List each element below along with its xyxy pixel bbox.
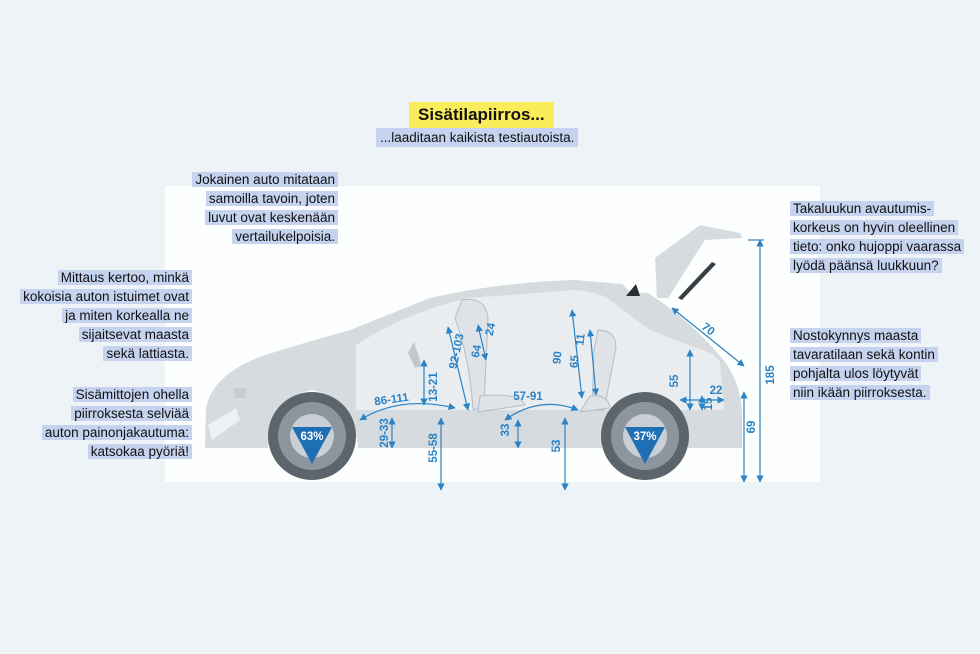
rear-weight-triangle-icon [625,427,665,464]
hatch-diagonal-label: 70 [699,321,716,338]
front-weight-pct: 63% [300,431,323,443]
note-seats: Mittaus kertoo, minkä kokoisia auton ist… [0,268,192,363]
front-weight-triangle-icon [292,427,332,464]
rear-backrest-label: 65 [568,354,581,369]
rear-seat-ground-label: 53 [551,440,563,453]
hatch-height-label: 185 [765,365,777,385]
rear-wheel: 37% [601,392,689,480]
rear-headroom-label: 90 [551,351,564,365]
front-headrest-label: 24 [484,321,499,337]
trunk-height-label: 55 [669,374,681,387]
front-backrest-label: 64 [470,343,485,359]
front-seat-height-label: 13-21 [428,372,440,402]
note-measuring: Jokainen auto mitataan samoilla tavoin, … [150,170,338,246]
note-weight: Sisämittojen ohella piirroksesta selviää… [0,385,192,461]
dimension-labels: 86-111 13-21 92-103 64 24 29-33 55-58 57… [374,321,777,463]
front-legroom-label: 86-111 [374,392,410,409]
note-hatch: Takaluukun avautumis- korkeus on hyvin o… [790,199,978,275]
diagram-title: Sisätilapiirros... [409,102,554,128]
front-wheel: 63% [268,392,356,480]
rear-weight-pct: 37% [633,431,656,443]
front-seat-ground-label: 55-58 [428,433,440,463]
rear-headrest-label: 11 [574,332,587,346]
trunk-step-label: 15 [703,397,715,410]
note-cargo: Nostokynnys maasta tavaratilaan sekä kon… [790,326,978,402]
front-cushion-label: 29-33 [379,418,391,447]
dimension-lines [359,239,764,491]
load-sill-label: 69 [746,421,758,434]
diagram-subtitle: ...laaditaan kaikista testiautoista. [376,128,579,147]
rear-legroom-label: 57-91 [513,391,543,403]
rear-cushion-label: 33 [500,424,512,437]
trunk-lip-label: 22 [710,385,723,397]
